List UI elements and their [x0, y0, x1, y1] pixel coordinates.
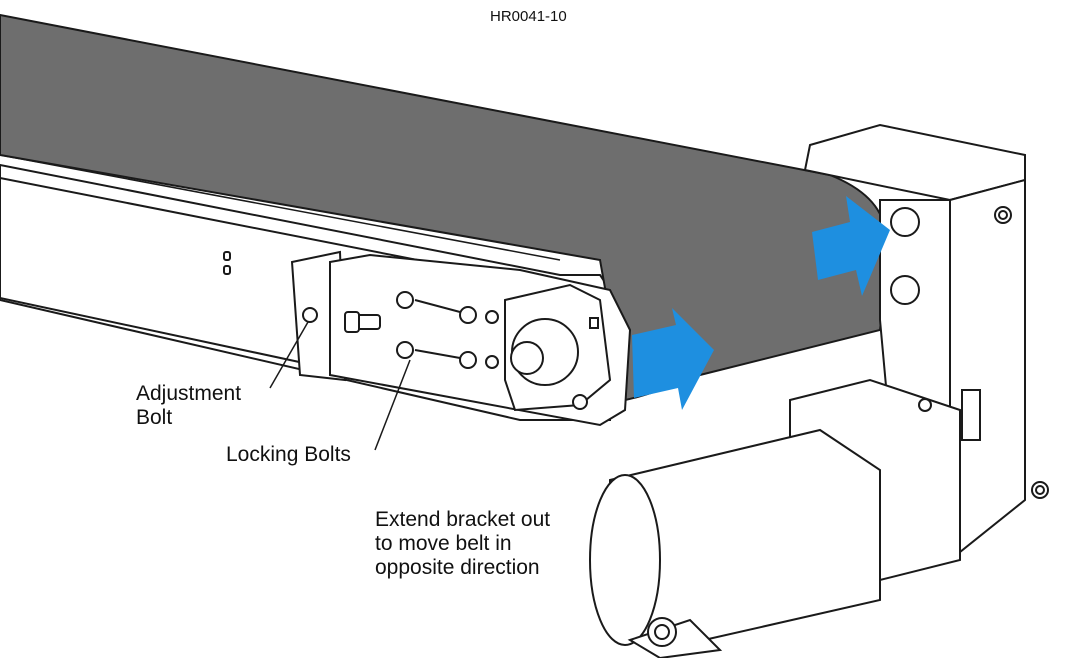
leader-lines: [269, 321, 411, 451]
locking-bolts-label: Locking Bolts: [226, 443, 351, 466]
drive-housing: [803, 123, 1049, 563]
drive-motor: [589, 378, 981, 658]
adjustment-bolt-label-line-2: Bolt: [136, 406, 173, 429]
adjustment-bolt-label-line-1: Adjustment: [136, 382, 242, 405]
belt-direction-arrows: [632, 196, 890, 410]
extend-bracket-note-line-2: to move belt in: [375, 532, 512, 555]
adjustment-bolt-label: Adjustment Bolt: [136, 382, 296, 430]
upper-arrow-icon: [812, 196, 890, 296]
tracking-bracket: [290, 250, 632, 427]
lower-arrow-icon: [632, 308, 714, 410]
extend-bracket-note-line-3: opposite direction: [375, 556, 540, 579]
extend-bracket-note: Extend bracket out to move belt in oppos…: [375, 508, 615, 580]
figure-id: HR0041-10: [490, 8, 567, 25]
extend-bracket-note-line-1: Extend bracket out: [375, 508, 551, 531]
